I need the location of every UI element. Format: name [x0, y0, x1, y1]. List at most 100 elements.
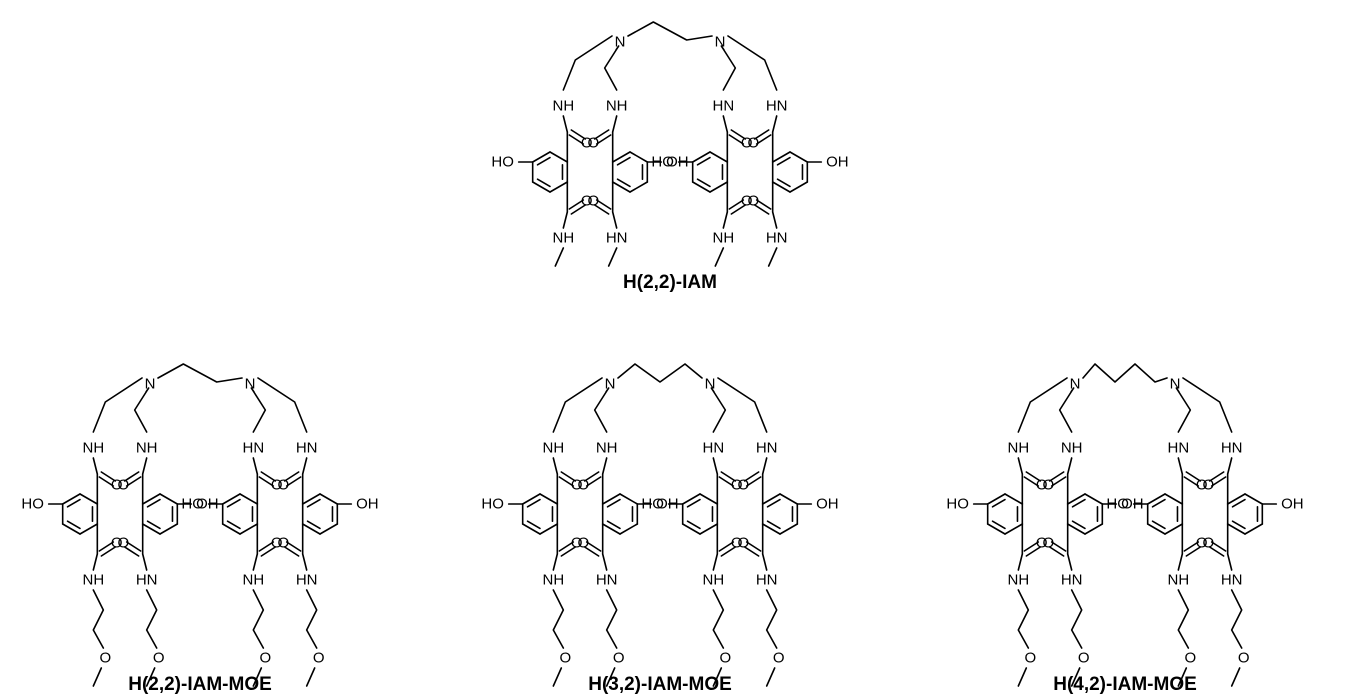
ether-oxygen: O: [773, 650, 785, 667]
hydroxyl-group: HO: [651, 154, 674, 171]
ring-double-bond: [686, 520, 701, 530]
hydroxyl-group: OH: [656, 496, 679, 513]
ring-bond: [1004, 523, 1024, 535]
carbonyl-double-bond: [258, 476, 275, 487]
methoxyethyl-chain: [1177, 589, 1190, 649]
ring-double-bond: [766, 498, 781, 508]
methyl-bond: [92, 667, 103, 687]
amide-bond: [141, 457, 148, 475]
ring-double-bond: [1151, 520, 1166, 530]
inner-ethyl-arm: [1175, 387, 1192, 433]
carbonyl-double-bond: [720, 546, 737, 557]
carbonyl-double-bond: [285, 476, 302, 487]
methyl-bond: [1230, 667, 1241, 687]
amide-bond: [552, 457, 559, 475]
carbonyl-oxygen: O: [117, 477, 129, 494]
terminal-amide-nh: HN: [606, 230, 628, 247]
ring-bond: [141, 493, 161, 505]
ring-bond: [761, 493, 781, 505]
ring-bond: [1066, 523, 1086, 535]
terminal-amide-nh: NH: [712, 230, 734, 247]
carbonyl-double-bond: [1023, 476, 1040, 487]
carbonyl-double-bond: [558, 541, 575, 552]
carbonyl-double-bond: [568, 199, 585, 210]
ring-bond: [1226, 523, 1246, 535]
ring-bond: [691, 181, 711, 193]
structure-caption: H(2,2)-IAM: [623, 272, 717, 293]
methyl-bond: [712, 667, 723, 687]
ring-bond: [1066, 493, 1086, 505]
carbonyl-double-bond: [745, 476, 762, 487]
methyl-bond: [305, 667, 316, 687]
amide-bond: [562, 115, 569, 133]
carbonyl-oxygen: O: [577, 535, 589, 552]
ring-bond: [629, 181, 649, 193]
carbonyl-double-bond: [753, 204, 770, 215]
ring-double-bond: [696, 178, 711, 188]
carbonyl-double-bond: [100, 546, 117, 557]
methoxyethyl-chain: [712, 589, 725, 649]
ring-bond: [521, 523, 541, 535]
outer-ethyl-arm: [552, 377, 603, 433]
amide-bond: [1226, 457, 1233, 475]
tertiary-amine-n: N: [715, 34, 726, 51]
carbonyl-double-bond: [560, 471, 577, 482]
ether-oxygen: O: [153, 650, 165, 667]
ring-double-bond: [606, 498, 621, 508]
methoxyethyl-chain: [765, 589, 778, 649]
amide-bond: [611, 211, 618, 229]
ring-bond: [521, 493, 541, 505]
carbonyl-double-bond: [1025, 471, 1042, 482]
ring-double-bond: [526, 520, 541, 530]
carbonyl-double-bond: [1183, 541, 1200, 552]
carbonyl-double-bond: [593, 129, 610, 140]
ring-bond: [699, 523, 719, 535]
ring-bond: [779, 493, 799, 505]
carbonyl-double-bond: [260, 546, 277, 557]
ring-bond: [539, 523, 559, 535]
carbonyl-double-bond: [743, 546, 760, 557]
ether-oxygen: O: [1184, 650, 1196, 667]
ring-bond: [771, 151, 791, 163]
amide-bond: [301, 457, 308, 475]
ether-oxygen: O: [1078, 650, 1090, 667]
carbonyl-oxygen: O: [587, 193, 599, 210]
hydroxyl-group: OH: [826, 154, 849, 171]
carbonyl-double-bond: [283, 471, 300, 482]
ring-bond: [611, 151, 631, 163]
hydroxyl-group: OH: [1121, 496, 1144, 513]
ring-double-bond: [776, 178, 791, 188]
ring-bond: [986, 523, 1006, 535]
ring-bond: [319, 523, 339, 535]
carbonyl-double-bond: [283, 546, 300, 557]
inner-ethyl-arm: [250, 387, 267, 433]
amide-bond: [712, 553, 719, 571]
amide-bond: [712, 457, 719, 475]
ring-bond: [1244, 493, 1264, 505]
carbonyl-double-bond: [1050, 476, 1067, 487]
ring-bond: [319, 493, 339, 505]
outer-ethyl-arm: [727, 35, 778, 91]
outer-ethyl-arm: [92, 377, 143, 433]
methoxyethyl-chain: [552, 589, 565, 649]
ring-bond: [301, 493, 321, 505]
carbonyl-oxygen: O: [271, 535, 283, 552]
methoxyethyl-chain: [252, 589, 265, 649]
methyl-bond: [552, 667, 563, 687]
ring-double-bond: [991, 520, 1006, 530]
methoxyethyl-chain: [1230, 589, 1243, 649]
carbonyl-double-bond: [583, 546, 600, 557]
carbonyl-double-bond: [1183, 476, 1200, 487]
ether-oxygen: O: [613, 650, 625, 667]
carbonyl-double-bond: [1210, 476, 1227, 487]
carbonyl-double-bond: [730, 129, 747, 140]
ring-double-bond: [1231, 498, 1246, 508]
carbonyl-oxygen: O: [277, 535, 289, 552]
diamine-bridge: [617, 363, 703, 383]
ring-bond: [789, 151, 809, 163]
amide-nh: HN: [242, 440, 264, 457]
